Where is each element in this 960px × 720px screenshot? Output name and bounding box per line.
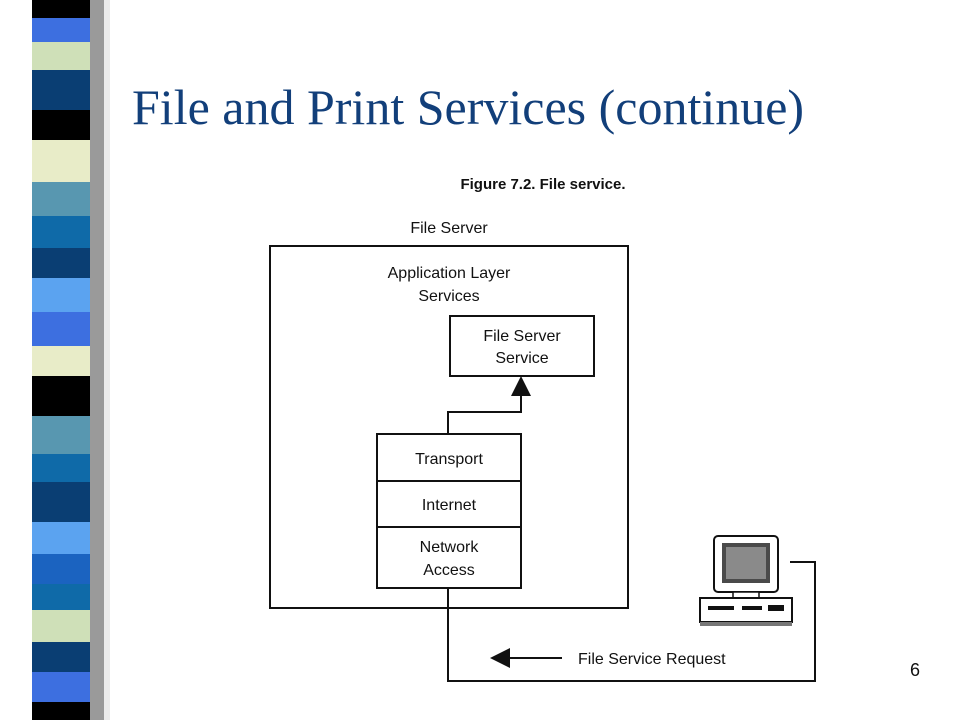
file-server-label: File Server [410,220,488,237]
stripe-block [32,182,90,216]
stripe-block [32,610,90,642]
stripe-block [32,522,90,554]
page-number: 6 [910,660,921,680]
service-box-line1: File Server [483,328,561,345]
stripe-block [32,110,90,140]
stripe-block [32,702,90,720]
stripe-block [32,376,90,416]
desktop-computer-icon [699,535,793,626]
stripe-block [32,70,90,110]
stripe-block [32,416,90,454]
stripe-block [32,584,90,610]
stripe-block [32,248,90,278]
stripe-block [32,216,90,248]
network-access-line2: Access [423,562,475,579]
request-label: File Service Request [578,651,726,668]
internet-layer-label: Internet [422,497,477,514]
stripe-block [32,554,90,584]
transport-layer-label: Transport [415,451,483,468]
stripe-block [32,140,90,182]
decorative-stripe [0,0,110,720]
stripe-block [32,642,90,672]
stripe-block [32,454,90,482]
service-box-line2: Service [495,350,548,367]
file-server-service-box [449,315,595,377]
stripe-block [32,482,90,522]
stripe-block [32,672,90,702]
network-access-line1: Network [420,539,480,556]
protocol-stack [376,433,522,589]
stripe-block [32,0,90,18]
stripe-block [32,346,90,376]
app-layer-label-line1: Application Layer [388,265,511,282]
figure-caption: Figure 7.2. File service. [460,176,625,193]
app-layer-label-line2: Services [418,288,479,305]
request-path-line [447,561,816,682]
stripe-block [32,42,90,70]
stripe-block [32,18,90,42]
stripe-block [32,312,90,348]
slide-title: File and Print Services (continue) [132,79,805,135]
stripe-block [32,278,90,312]
transport-to-service-arrow [447,376,531,434]
